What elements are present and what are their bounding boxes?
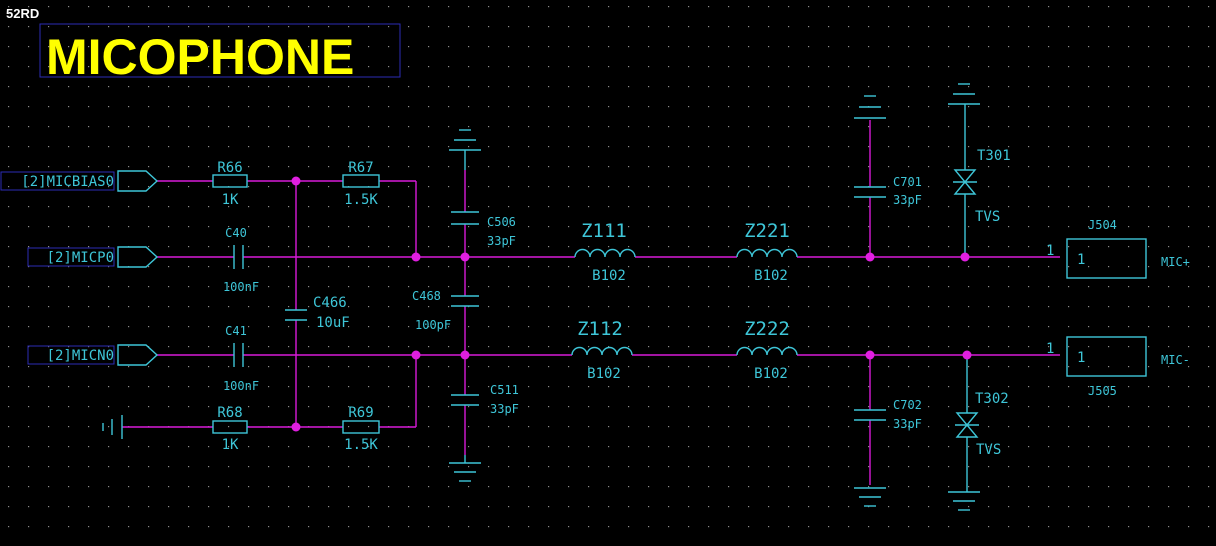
z222-ref: Z222: [744, 318, 790, 340]
r67-ref: R67: [348, 160, 373, 176]
inductor-z112: Z112 B102: [571, 318, 633, 382]
junction-dot: [411, 252, 421, 262]
j504-pin-num: 1: [1046, 243, 1054, 259]
j504-net: MIC+: [1161, 255, 1190, 269]
c41-value: 100nF: [223, 379, 259, 393]
r66-ref: R66: [217, 160, 242, 176]
port-micp: [2]MICP0: [27, 246, 159, 268]
junction-dot: [865, 350, 875, 360]
port-micn-label: [2]MICN0: [47, 348, 114, 364]
z111-value: B102: [592, 268, 626, 284]
z221-value: B102: [754, 268, 788, 284]
c40-ref: C40: [225, 226, 247, 240]
c40-value: 100nF: [223, 280, 259, 294]
capacitor-c702: C702 33pF: [854, 398, 922, 431]
c701-ref: C701: [893, 175, 922, 189]
capacitor-c701: C701 33pF: [854, 175, 922, 207]
junction-dot: [291, 422, 301, 432]
j505-net: MIC-: [1161, 353, 1190, 367]
tvs-t302: T302 TVS: [955, 355, 1009, 492]
z222-value: B102: [754, 366, 788, 382]
inductor-z222: Z222 B102: [736, 318, 798, 382]
capacitor-c506: C506 33pF: [451, 211, 516, 248]
capacitor-c466: C466 10uF: [285, 295, 350, 331]
c701-value: 33pF: [893, 193, 922, 207]
r69-ref: R69: [348, 405, 373, 421]
port-micbias-label: [2]MICBIAS0: [21, 174, 114, 190]
resistor-r69: R69 1.5K: [342, 405, 380, 453]
c468-ref: C468: [412, 289, 441, 303]
junction-dot: [962, 350, 972, 360]
wires: [122, 120, 1060, 485]
z221-ref: Z221: [744, 220, 790, 242]
inductor-z111: Z111 B102: [574, 220, 636, 284]
c466-value: 10uF: [316, 315, 350, 331]
resistor-r67: R67 1.5K: [342, 160, 380, 208]
c702-value: 33pF: [893, 417, 922, 431]
junction-dot: [460, 350, 470, 360]
r67-value: 1.5K: [344, 192, 378, 208]
j505-ref: J505: [1088, 384, 1117, 398]
t301-ref: T301: [977, 148, 1011, 164]
corner-label: 52RD: [6, 6, 39, 21]
c506-value: 33pF: [487, 234, 516, 248]
c702-ref: C702: [893, 398, 922, 412]
c511-ref: C511: [490, 383, 519, 397]
connector-j504: 1 1 J504 MIC+: [1046, 218, 1190, 279]
junction-dot: [460, 252, 470, 262]
c506-ref: C506: [487, 215, 516, 229]
j504-pin-inner: 1: [1077, 252, 1085, 268]
r68-value: 1K: [222, 437, 239, 453]
c468-value: 100pF: [415, 318, 451, 332]
j504-ref: J504: [1088, 218, 1117, 232]
inductor-z221: Z221 B102: [736, 220, 798, 284]
z112-ref: Z112: [577, 318, 623, 340]
j505-pin-num: 1: [1046, 341, 1054, 357]
capacitor-c511: C511 33pF: [451, 383, 519, 416]
tvs-t301: T301 TVS: [953, 104, 1011, 257]
schematic-title: MICOPHONE: [46, 29, 354, 85]
junction-dot: [960, 252, 970, 262]
j505-pin-inner: 1: [1077, 350, 1085, 366]
c511-value: 33pF: [490, 402, 519, 416]
ground-symbols: [102, 83, 980, 511]
t301-value: TVS: [975, 209, 1000, 225]
r69-value: 1.5K: [344, 437, 378, 453]
r66-value: 1K: [222, 192, 239, 208]
title-box: [39, 23, 401, 78]
junction-dot: [865, 252, 875, 262]
port-micbias: [2]MICBIAS0: [0, 170, 159, 192]
r68-ref: R68: [217, 405, 242, 421]
t302-value: TVS: [976, 442, 1001, 458]
capacitor-c41: C41 100nF: [223, 324, 259, 393]
c41-ref: C41: [225, 324, 247, 338]
port-micp-label: [2]MICP0: [47, 250, 114, 266]
connector-j505: 1 1 J505 MIC-: [1046, 336, 1190, 398]
resistor-r66: R66 1K: [212, 160, 248, 208]
capacitor-c468: C468 100pF: [412, 289, 479, 332]
junctions: [291, 176, 972, 432]
z111-ref: Z111: [581, 220, 627, 242]
t302-ref: T302: [975, 391, 1009, 407]
capacitor-c40: C40 100nF: [223, 226, 259, 294]
port-micn: [2]MICN0: [27, 344, 159, 366]
resistor-r68: R68 1K: [212, 405, 248, 453]
junction-dot: [291, 176, 301, 186]
c466-ref: C466: [313, 295, 347, 311]
z112-value: B102: [587, 366, 621, 382]
junction-dot: [411, 350, 421, 360]
